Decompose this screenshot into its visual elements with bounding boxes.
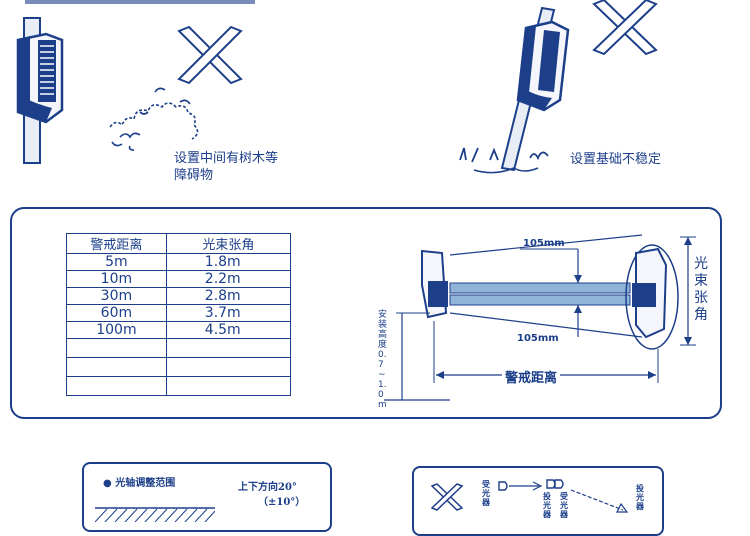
- beam-angle-vertical-label: 光束张角: [694, 256, 708, 323]
- cell-angle: 3.7m: [165, 304, 292, 322]
- sensor-misalignment-illustration: [498, 479, 629, 513]
- header-guard-distance: 警戒距离: [66, 233, 167, 254]
- pole-detector-tilted-illustration: [459, 6, 570, 174]
- bottom-dimension-label: 105mm: [517, 333, 559, 344]
- beam-diagram: [384, 234, 696, 401]
- header-beam-angle: 光束张角: [165, 233, 292, 254]
- receiver-label-1: 受光器: [482, 479, 490, 507]
- beam-spec-panel: [10, 207, 722, 419]
- cell-distance: 5m: [66, 253, 167, 271]
- cell-distance: 30m: [66, 287, 167, 305]
- optical-axis-title: ● 光轴调整范围: [103, 474, 175, 489]
- emitter-label-1: 投光器: [543, 491, 551, 519]
- caption-unstable-foundation: 设置基础不稳定: [570, 152, 662, 167]
- cell-angle: [165, 338, 292, 358]
- cell-angle: [165, 357, 292, 377]
- receiver-label-2: 受光器: [560, 491, 568, 519]
- cell-angle: 2.2m: [165, 270, 292, 288]
- cell-angle: 4.5m: [165, 321, 292, 339]
- cell-angle: 2.8m: [165, 287, 292, 305]
- cell-angle: 1.8m: [165, 253, 292, 271]
- optical-axis-title-text: 光轴调整范围: [115, 478, 176, 489]
- hatched-ground-illustration: [95, 507, 215, 522]
- cross-mark-icon-right: [592, 0, 658, 56]
- caption-tree-obstacle-line2: 障碍物: [174, 168, 214, 183]
- cell-distance: [66, 357, 167, 377]
- tolerance-label: （±10°）: [258, 497, 306, 508]
- cross-mark-small-icon: [430, 483, 464, 511]
- cross-mark-icon: [177, 25, 243, 85]
- table-header-row: 警戒距离 光束张角: [66, 233, 292, 254]
- cell-angle: [165, 376, 292, 396]
- table-row: [66, 338, 292, 358]
- emitter-label-2: 投光器: [636, 483, 644, 511]
- cell-distance: [66, 338, 167, 358]
- tree-obstacle-illustration: [109, 87, 199, 151]
- vertical-direction-label: 上下方向20°: [238, 482, 297, 493]
- guard-distance-label: 警戒距离: [502, 367, 561, 386]
- table-row: [66, 357, 292, 377]
- top-dimension-label: 105mm: [523, 238, 565, 249]
- pole-detector-left-illustration: [16, 0, 255, 164]
- bullet-icon: ●: [103, 478, 112, 489]
- cell-distance: [66, 376, 167, 396]
- cell-distance: 10m: [66, 270, 167, 288]
- table-row: [66, 376, 292, 396]
- cell-distance: 60m: [66, 304, 167, 322]
- caption-tree-obstacle-line1: 设置中间有树木等: [174, 151, 279, 166]
- cell-distance: 100m: [66, 321, 167, 339]
- install-height-label: 安装高度0.7~1.0m: [378, 310, 388, 410]
